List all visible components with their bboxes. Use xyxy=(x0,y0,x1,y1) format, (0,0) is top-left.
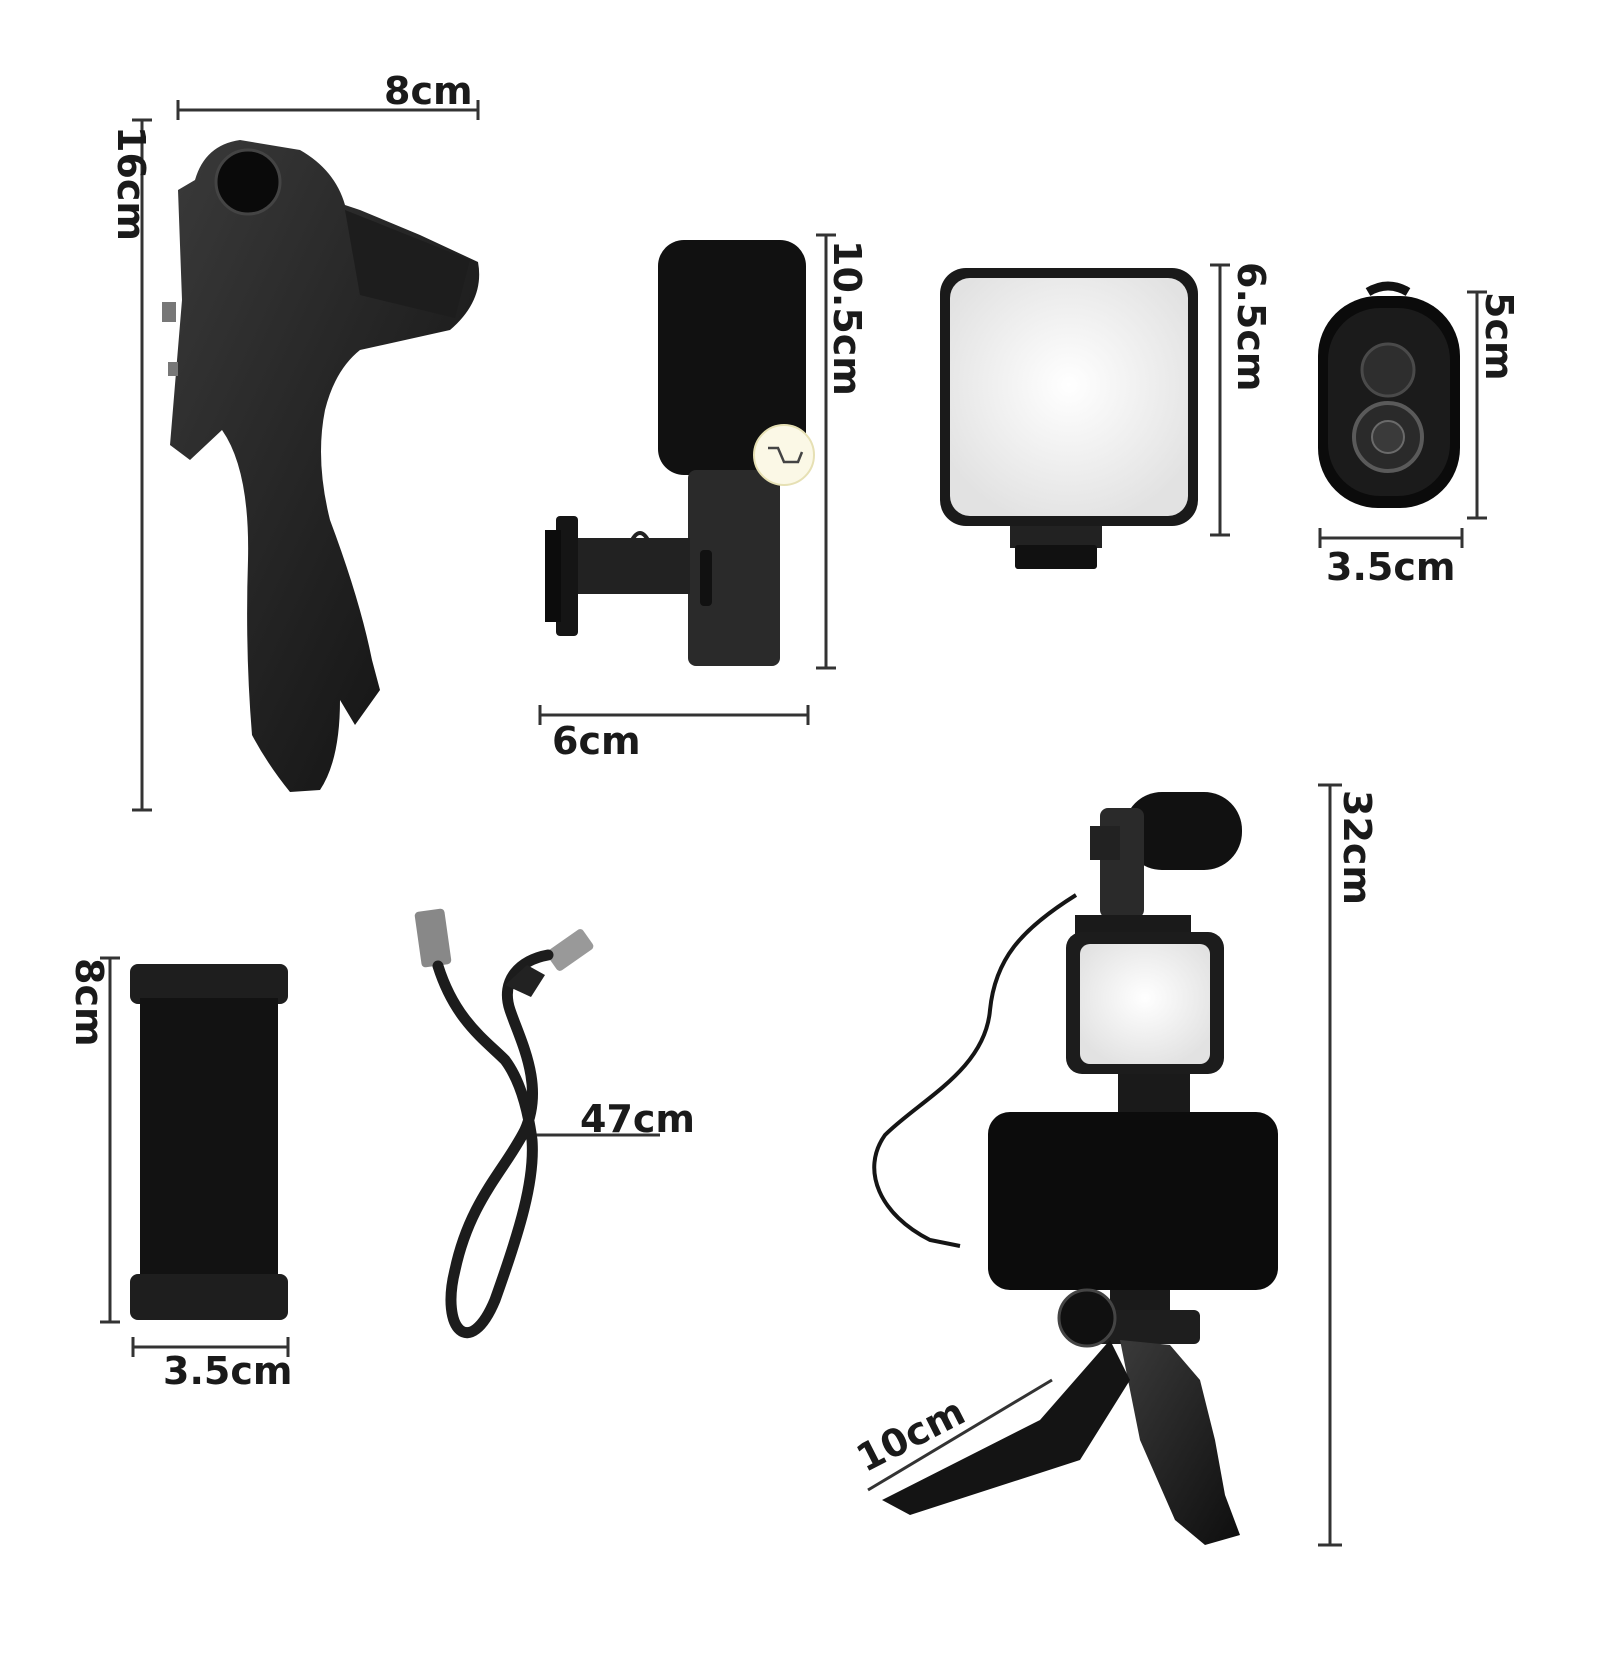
assembled-vlog-kit xyxy=(872,792,1278,1545)
remote-width-label: 3.5cm xyxy=(1326,545,1456,589)
shotgun-microphone xyxy=(545,240,815,666)
led-light xyxy=(940,268,1198,569)
kit-height-label: 32cm xyxy=(1335,790,1379,906)
folded-tripod xyxy=(162,140,480,792)
phone-holder xyxy=(130,964,288,1320)
light-height-label: 6.5cm xyxy=(1229,262,1273,392)
mic-height-label: 10.5cm xyxy=(825,240,869,396)
tripod-width-label: 8cm xyxy=(384,69,473,113)
holder-width-label: 3.5cm xyxy=(163,1349,293,1393)
dimension-lines xyxy=(100,100,1487,1547)
holder-height-label: 8cm xyxy=(67,958,111,1047)
bluetooth-remote xyxy=(1318,281,1460,508)
mic-width-label: 6cm xyxy=(552,719,641,763)
audio-cable xyxy=(414,908,594,1339)
tripod-height-label: 16cm xyxy=(109,126,153,242)
remote-height-label: 5cm xyxy=(1477,292,1521,381)
cable-length-label: 47cm xyxy=(580,1097,696,1141)
